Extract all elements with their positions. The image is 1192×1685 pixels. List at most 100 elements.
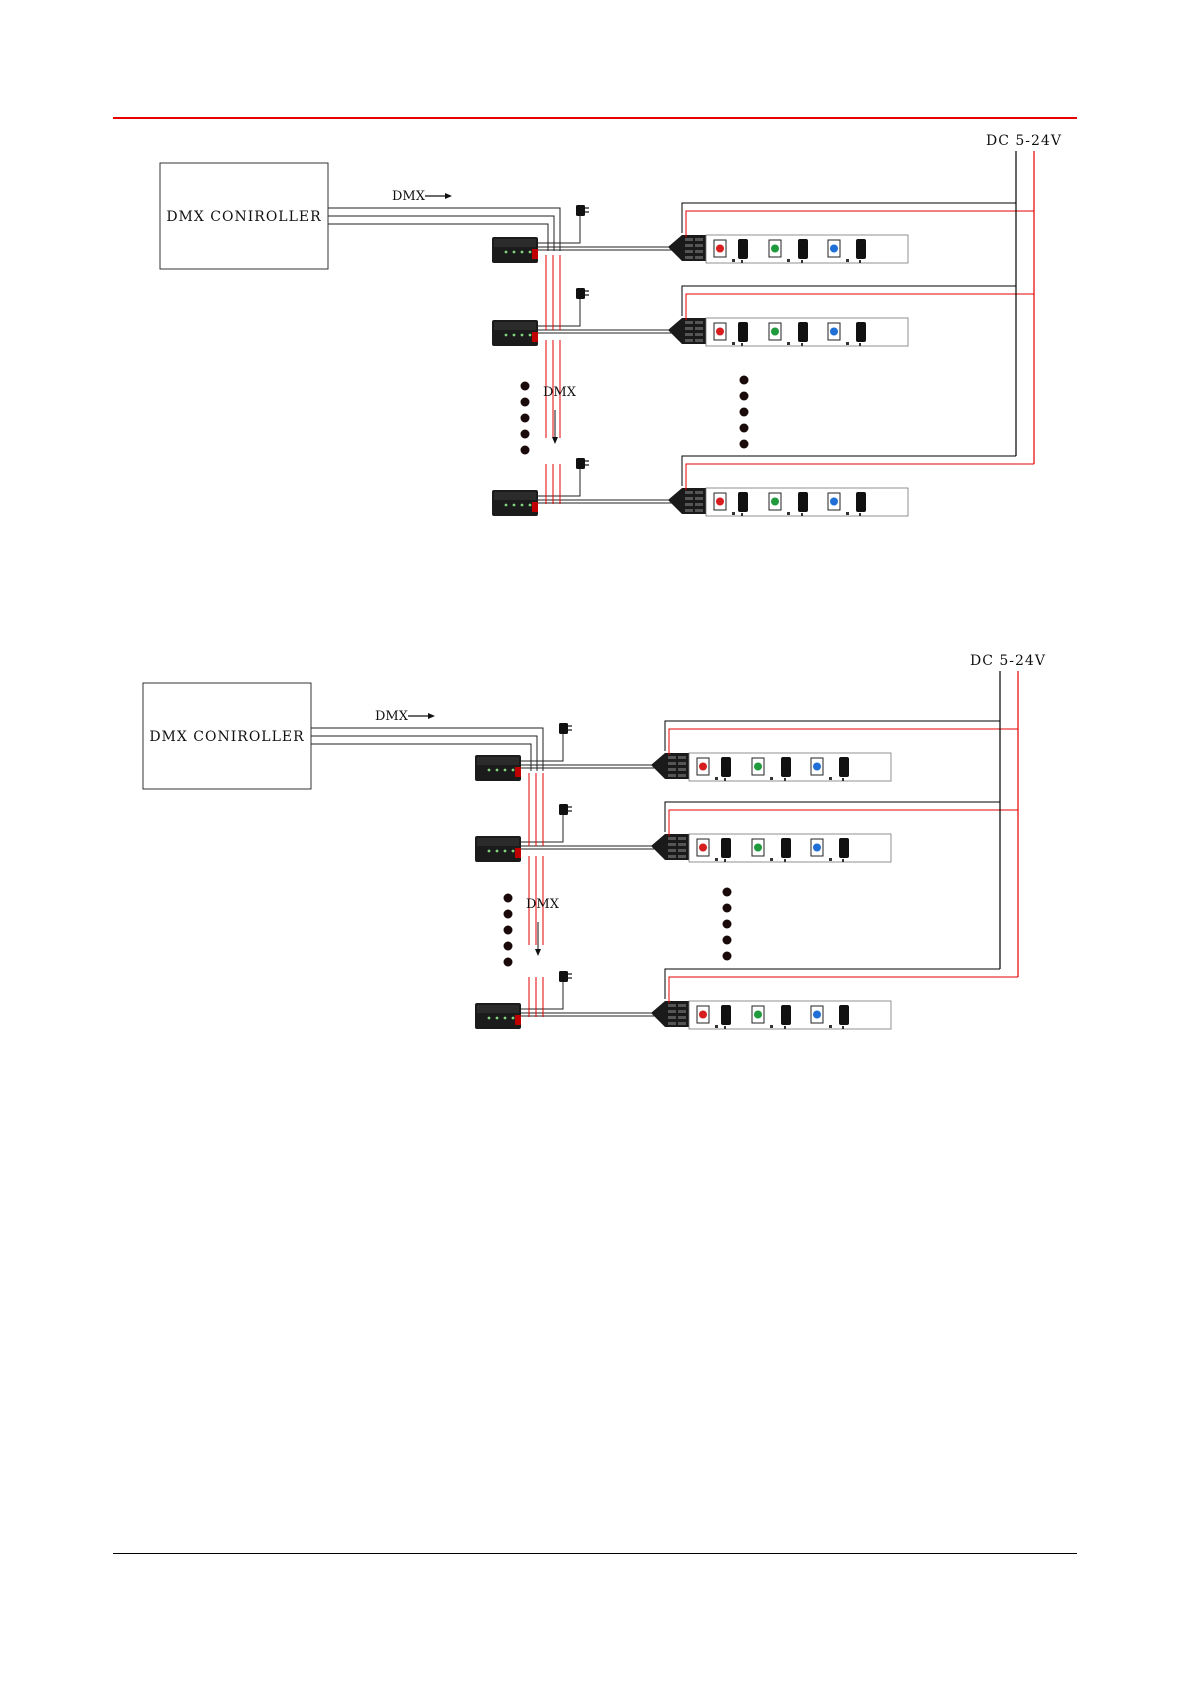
adapter-body (559, 723, 568, 734)
connector-pin (678, 855, 686, 858)
decoder-led (488, 850, 491, 853)
connector-pin (668, 768, 676, 771)
dmx-chain-label: DMX (526, 897, 560, 912)
connector-pin (668, 1016, 676, 1019)
led-lens (754, 763, 762, 771)
continuation-dot (504, 910, 513, 919)
led-lens (699, 763, 707, 771)
resistor (770, 777, 773, 780)
wire (665, 721, 1000, 751)
resistor (829, 777, 832, 780)
power-adapter-icon (559, 804, 572, 815)
wire (669, 810, 1018, 836)
led-lens (813, 844, 821, 852)
wire (521, 815, 563, 842)
led-strip (651, 1001, 891, 1029)
led-lens (813, 1011, 821, 1019)
connector-pin (678, 756, 686, 759)
dmx-label: DMX (375, 709, 409, 724)
connector-pin (668, 774, 676, 777)
ic-pad (784, 778, 786, 781)
connector-pin (678, 762, 686, 765)
led-lens (754, 844, 762, 852)
decoder-terminal (515, 767, 521, 777)
wire (665, 802, 1000, 832)
decoder-terminal (515, 848, 521, 858)
ic-pad (842, 859, 844, 862)
resistor (829, 1025, 832, 1028)
connector-pin (668, 1022, 676, 1025)
decoder-led (488, 769, 491, 772)
resistor (770, 1025, 773, 1028)
ic-pad (784, 1026, 786, 1029)
driver-ic-chip (839, 838, 849, 858)
led-strip (651, 834, 891, 862)
connector-pin (678, 849, 686, 852)
decoder-led (512, 850, 515, 853)
decoder-led (512, 769, 515, 772)
resistor (770, 858, 773, 861)
connector-pin (668, 843, 676, 846)
footer-rule (113, 1553, 1077, 1554)
ic-pad (842, 1026, 844, 1029)
driver-ic-chip (839, 1005, 849, 1025)
power-adapter-icon (559, 971, 572, 982)
decoder-led (504, 769, 507, 772)
ic-pad (842, 778, 844, 781)
continuation-dot (723, 904, 732, 913)
decoder-led (504, 1017, 507, 1020)
led-lens (813, 763, 821, 771)
wire (665, 969, 1000, 999)
resistor (715, 858, 718, 861)
driver-ic-chip (781, 1005, 791, 1025)
connector-pin (668, 855, 676, 858)
connector-pin (678, 768, 686, 771)
dmx-decoder (475, 755, 521, 781)
connector-pin (668, 1004, 676, 1007)
dmx-arrowhead (428, 713, 435, 719)
led-strip (651, 753, 891, 781)
adapter-body (559, 804, 568, 815)
continuation-dot (504, 894, 513, 903)
connector-pin (678, 1004, 686, 1007)
decoder-panel (477, 757, 519, 765)
driver-ic-chip (721, 1005, 731, 1025)
ic-pad (724, 1026, 726, 1029)
wire (521, 982, 563, 1009)
connector-pin (678, 1016, 686, 1019)
dmx-decoder (475, 836, 521, 862)
resistor (715, 777, 718, 780)
driver-ic-chip (839, 757, 849, 777)
decoder-led (496, 1017, 499, 1020)
decoder-led (504, 850, 507, 853)
led-lens (699, 1011, 707, 1019)
continuation-dot (504, 958, 513, 967)
decoder-panel (477, 1005, 519, 1013)
continuation-dot (723, 888, 732, 897)
ic-pad (724, 859, 726, 862)
continuation-dot (723, 952, 732, 961)
connector-pin (668, 849, 676, 852)
led-lens (754, 1011, 762, 1019)
decoder-panel (477, 838, 519, 846)
wiring-diagram-2: DMX CONIROLLERDMXDMXDC 5-24V (0, 0, 1192, 1060)
resistor (829, 858, 832, 861)
power-adapter-icon (559, 723, 572, 734)
wire (521, 734, 563, 761)
dmx-chain-arrowhead (535, 949, 541, 956)
connector-pin (668, 837, 676, 840)
power-supply-label: DC 5-24V (970, 653, 1046, 669)
wire (669, 729, 1018, 755)
resistor (715, 1025, 718, 1028)
decoder-led (496, 769, 499, 772)
connector-pin (678, 837, 686, 840)
continuation-dot (723, 920, 732, 929)
connector-pin (678, 1010, 686, 1013)
led-lens (699, 844, 707, 852)
decoder-terminal (515, 1015, 521, 1025)
adapter-body (559, 971, 568, 982)
decoder-led (488, 1017, 491, 1020)
ic-pad (784, 859, 786, 862)
